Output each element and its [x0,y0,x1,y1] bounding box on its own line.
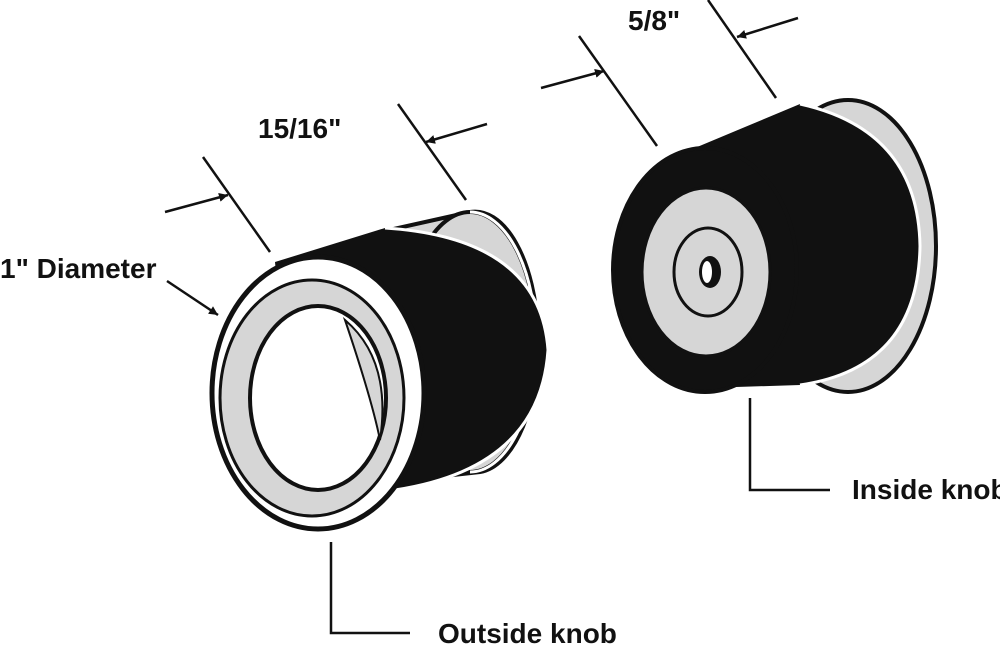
outside-knob-illustration [209,209,550,532]
outside-knob-band-edge [384,226,550,492]
inside-length-label: 5/8" [628,5,680,36]
inside-knob-body-edge [799,102,922,387]
outside-length-extension-left [201,156,272,253]
inside-length-extension-right [706,0,778,99]
outside-length-arrow-right [425,122,488,144]
inside-knob-leader [748,398,830,492]
inside-length-extension-left [577,35,659,147]
outside-knob-bore-shadow [342,316,384,441]
inside-length-arrow-left [540,69,605,90]
outside-length-label: 15/16" [258,113,341,144]
outside-knob-label: Outside knob [438,618,617,647]
outside-knob-bore [248,304,388,492]
outside-length-arrow-left [164,193,229,214]
diameter-arrow [166,279,219,317]
inside-knob-hole-highlight [702,261,712,283]
inside-length-arrow-right [736,16,799,39]
inside-knob-label: Inside knob [852,474,1000,505]
outside-knob-leader [329,542,410,635]
diameter-label: 1" Diameter [0,253,157,284]
inside-knob-illustration [611,98,938,394]
outside-length-extension-right [396,103,468,201]
dimension-lines [164,0,830,635]
